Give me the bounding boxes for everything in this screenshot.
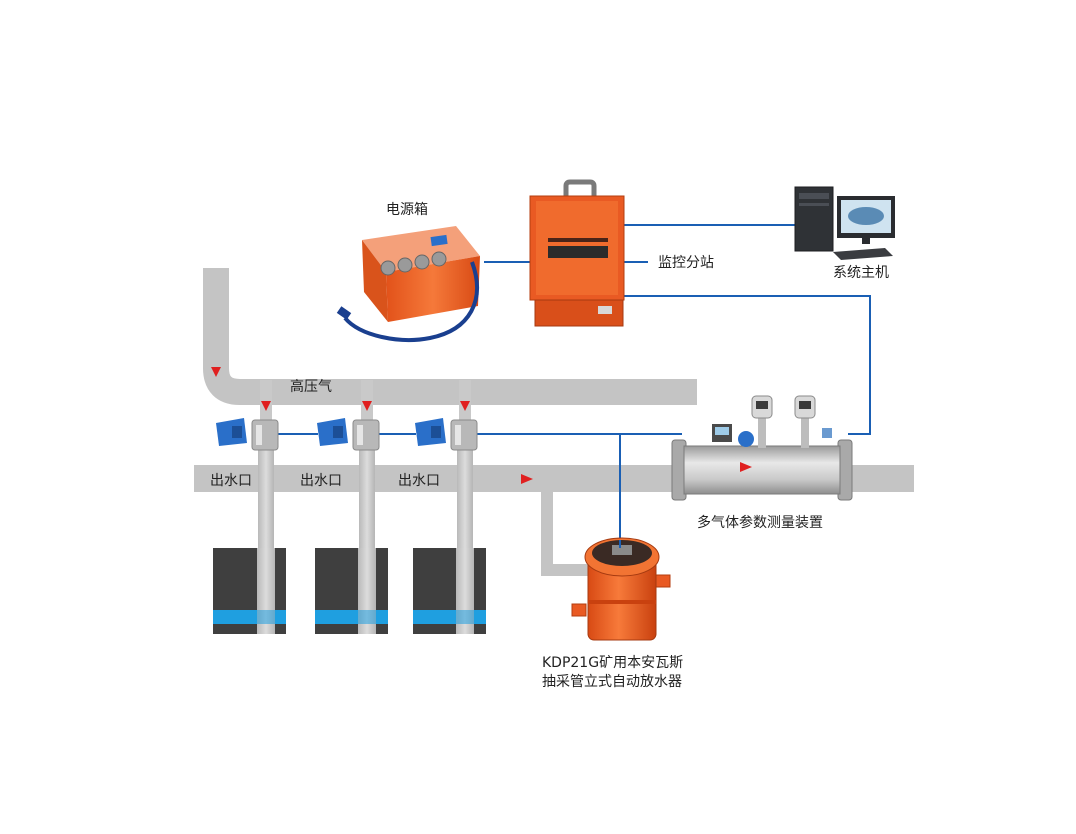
signal-lines	[276, 224, 871, 540]
monitor-station-icon	[529, 179, 625, 327]
well-1	[213, 548, 286, 634]
valve-3	[415, 418, 478, 451]
power-box-icon	[336, 226, 480, 342]
gas-measuring-device-icon	[671, 395, 853, 501]
valve-2	[317, 418, 380, 451]
computer-icon	[794, 186, 895, 260]
drainer-label-line2: 抽采管立式自动放水器	[542, 674, 682, 690]
well-2	[315, 548, 388, 634]
outlet-label-2: 出水口	[300, 473, 342, 489]
high-pressure-gas-label: 高压气	[290, 379, 332, 395]
water-drainer-icon	[571, 537, 671, 641]
power-box-label: 电源箱	[386, 202, 428, 218]
drainer-label-line1: KDP21G矿用本安瓦斯	[542, 655, 684, 671]
measuring-device-label: 多气体参数测量装置	[697, 515, 823, 531]
drainer-branch-pipe	[541, 492, 590, 576]
monitor-station-label: 监控分站	[658, 255, 714, 271]
system-host-label: 系统主机	[833, 265, 889, 281]
outlet-label-3: 出水口	[398, 473, 440, 489]
well-3	[413, 548, 486, 634]
outlet-label-1: 出水口	[210, 473, 252, 489]
valve-1	[216, 418, 279, 451]
flow-arrow-icon	[211, 367, 533, 484]
gas-branch-pipes	[260, 380, 471, 420]
